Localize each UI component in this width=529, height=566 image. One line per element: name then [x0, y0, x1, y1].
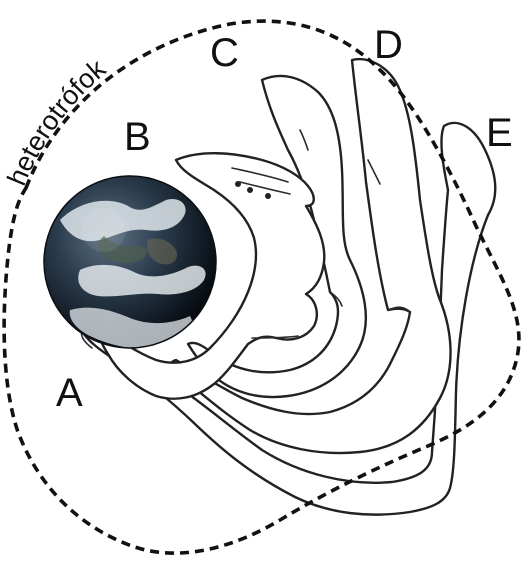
label-c: C — [210, 31, 239, 75]
label-a: A — [56, 371, 83, 415]
earth-globe-icon — [44, 176, 216, 349]
label-e: E — [486, 111, 513, 155]
label-b: B — [124, 115, 151, 159]
label-d: D — [374, 23, 403, 67]
heterotrofok-label: heterotrófok — [1, 53, 111, 189]
